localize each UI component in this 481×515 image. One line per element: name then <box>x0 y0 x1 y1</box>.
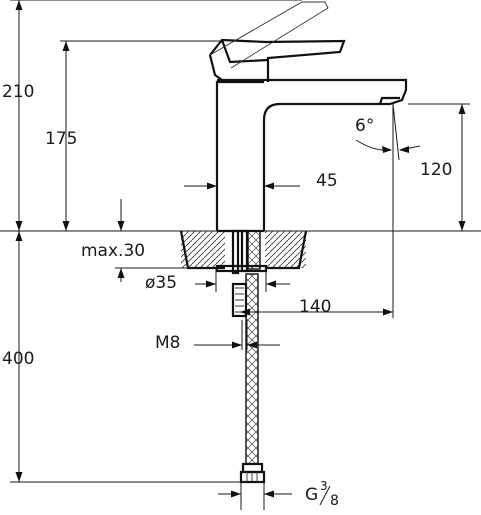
label-connection: G 3 8 <box>305 479 339 509</box>
faucet-body <box>208 1 408 233</box>
dim-connection <box>218 482 292 510</box>
countertop <box>0 230 481 270</box>
label-overall-height: 210 <box>2 82 34 102</box>
label-body-width: 45 <box>316 171 338 191</box>
dim-spout-height <box>408 103 470 231</box>
dim-angle <box>355 103 421 161</box>
label-angle: 6° <box>355 116 374 136</box>
dim-projection <box>240 160 394 318</box>
dim-hose-length <box>10 231 244 483</box>
label-hole-diameter: ø35 <box>145 273 177 293</box>
dim-stud-thread <box>194 320 280 350</box>
dim-body-width <box>184 182 300 190</box>
label-connection-den: 8 <box>330 493 339 509</box>
label-stud-thread: M8 <box>155 333 180 353</box>
dim-height-175 <box>60 40 220 231</box>
faucet-underside <box>215 229 268 484</box>
label-spout-height: 120 <box>420 160 452 180</box>
label-projection: 140 <box>299 297 331 317</box>
label-max-deck: max.30 <box>81 241 145 261</box>
dim-overall-height <box>10 0 302 231</box>
label-connection-g: G <box>305 485 318 505</box>
label-connection-num: 3 <box>320 479 328 493</box>
dim-hole-diameter <box>195 268 290 292</box>
dim-max-deck <box>115 199 188 282</box>
label-hose-length: 400 <box>2 349 34 369</box>
label-height-175: 175 <box>45 129 77 149</box>
